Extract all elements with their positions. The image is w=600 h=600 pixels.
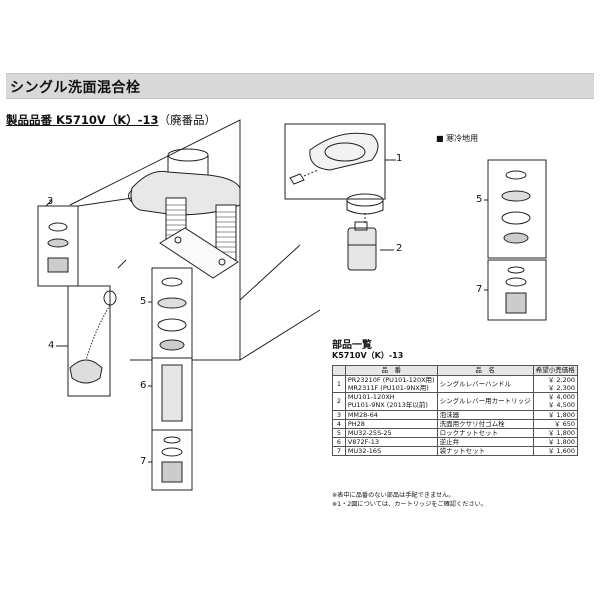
row-name: 逆止弁 (436, 436, 534, 448)
frame-line (69, 119, 241, 300)
row-price: ￥ 1,600 (532, 445, 579, 457)
row-no: 2 (332, 392, 346, 411)
table-row: 5 MU32-25S-25 ロックナットセット ￥ 1,800 (332, 427, 579, 438)
product-code-label: 製品品番 K5710V（K）-13 (6, 113, 159, 127)
header-price: 希望小売価格 (532, 365, 579, 376)
table-row: 7 MU32-16S 袋ナットセット ￥ 1,600 (332, 445, 579, 457)
cold-region-parts (484, 159, 547, 321)
row-price: ￥ 1,800 (532, 436, 579, 448)
row-name: ロックナットセット (436, 427, 534, 438)
row-name: シングルレバーハンドル (436, 374, 534, 394)
header-no (332, 365, 346, 376)
row-no: 6 (332, 436, 346, 448)
header-name: 品 名 (436, 365, 534, 376)
header-code: 品 番 (344, 365, 438, 376)
aerator-part (37, 197, 133, 287)
row-code: MU32-25S-25 (344, 427, 438, 438)
row-price: ￥ 650 (532, 418, 579, 429)
callout-5: 5 (140, 296, 147, 307)
table-row: 1 PR23210F (PU101-120X用)MR2311F (PU101-9… (332, 374, 579, 394)
note-2: ※1・2図については、カートリッジをご確認ください。 (332, 501, 488, 508)
callout-cold-7: 7 (476, 284, 483, 295)
row-name: 泡沫器 (436, 409, 534, 420)
row-no: 4 (332, 418, 346, 429)
callout-7: 7 (140, 456, 147, 467)
product-code: K5710V（K）-13 (56, 113, 159, 127)
parts-list-model: K5710V（K）-13 (332, 351, 404, 360)
cartridge-part (346, 193, 394, 271)
section-title: シングル洗面混合栓 (10, 80, 141, 96)
row-code: PR23210F (PU101-120X用)MR2311F (PU101-9NX… (344, 374, 438, 394)
row-name: 袋ナットセット (436, 445, 534, 457)
lever-handle-part (284, 123, 396, 200)
lock-nut-set-part (148, 267, 193, 359)
callout-3: 3 (47, 196, 54, 207)
callout-1: 1 (396, 153, 403, 164)
callout-6: 6 (140, 380, 147, 391)
row-code: PH28 (344, 418, 438, 429)
note-1: ※表中に品番のない部品は手配できません。 (332, 492, 455, 499)
callout-4: 4 (48, 340, 55, 351)
row-code: MU32-16S (344, 445, 438, 457)
row-no: 3 (332, 409, 346, 420)
row-code: V872F-13 (344, 436, 438, 448)
row-code: MM28-64 (344, 409, 438, 420)
cold-region-label: ■ 寒冷地用 (436, 134, 479, 143)
row-price: ￥ 1,800 (532, 409, 579, 420)
table-row: 6 V872F-13 逆止弁 ￥ 1,800 (332, 436, 579, 448)
row-price: ￥ 2,200￥ 2,300 (532, 374, 579, 394)
table-row: 4 PH28 洗面用クサリ付ゴム栓 ￥ 650 (332, 418, 579, 429)
faucet-body (128, 148, 241, 279)
plug-chain-part (56, 259, 127, 397)
row-name: 洗面用クサリ付ゴム栓 (436, 418, 534, 429)
parts-table-header: 品 番 品 名 希望小売価格 (332, 365, 579, 376)
discontinued-note: （廃番品） (158, 113, 217, 127)
row-price: ￥ 1,800 (532, 427, 579, 438)
row-no: 7 (332, 445, 346, 457)
section-title-bar: シングル洗面混合栓 (6, 73, 594, 99)
parts-list-title: 部品一覧 (332, 340, 372, 351)
row-price: ￥ 4,000￥ 4,500 (532, 392, 579, 411)
row-no: 5 (332, 427, 346, 438)
row-no: 1 (332, 374, 346, 394)
cap-nut-set-part (148, 429, 193, 491)
row-name: シングルレバー用カートリッジ (436, 392, 534, 411)
product-code-line: 製品品番 K5710V（K）-13（廃番品） (6, 112, 216, 128)
parts-table: 品 番 品 名 希望小売価格 1 PR23210F (PU101-120X用)M… (332, 365, 579, 457)
callout-cold-5: 5 (476, 194, 483, 205)
table-row: 3 MM28-64 泡沫器 ￥ 1,800 (332, 409, 579, 420)
callout-2: 2 (396, 243, 403, 254)
check-valve-part (148, 357, 193, 431)
